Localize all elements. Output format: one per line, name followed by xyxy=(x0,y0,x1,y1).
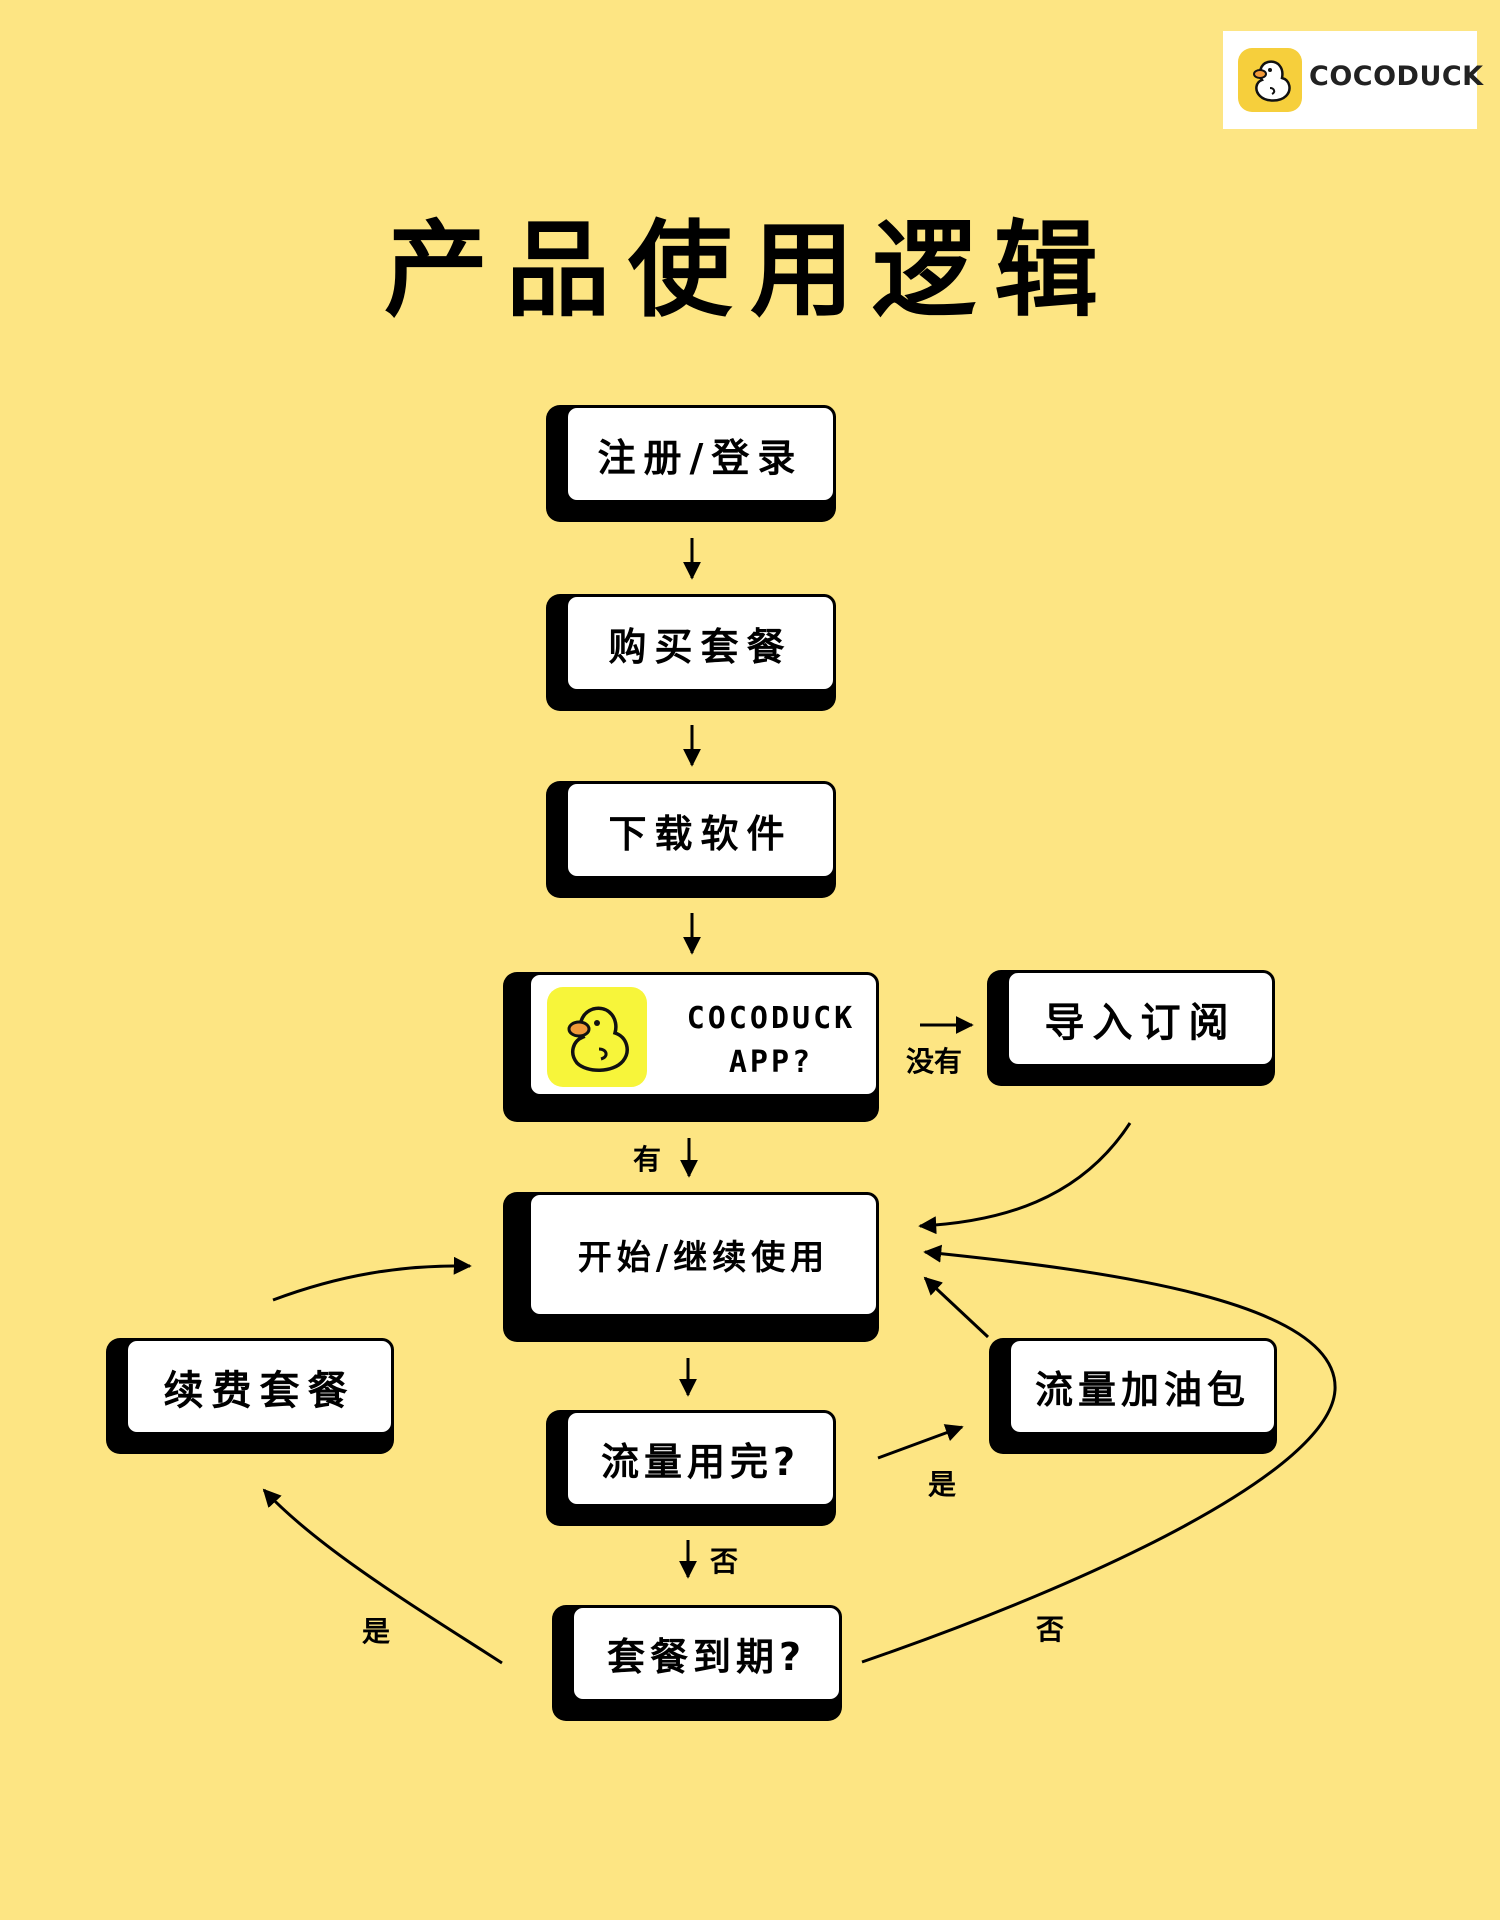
edge-booster-start xyxy=(923,1276,990,1339)
node-download: 下载软件 xyxy=(546,781,836,898)
label-expired-yes: 是 xyxy=(362,1615,391,1648)
node-expired: 套餐到期? xyxy=(552,1605,842,1721)
node-renew: 续费套餐 xyxy=(106,1338,394,1454)
node-start: 开始/继续使用 xyxy=(503,1192,879,1342)
label-has-app: 有 xyxy=(633,1143,662,1176)
duck-icon xyxy=(1238,48,1302,112)
label-no-app: 没有 xyxy=(906,1045,963,1078)
node-booster: 流量加油包 xyxy=(989,1338,1277,1454)
label-expired-no: 否 xyxy=(1036,1613,1065,1646)
app-suffix: APP? xyxy=(728,1045,814,1080)
label-data-no: 否 xyxy=(710,1545,739,1578)
edge-expired-start xyxy=(861,1244,1337,1664)
edge-expired-renew xyxy=(262,1488,503,1665)
node-buy: 购买套餐 xyxy=(546,594,836,711)
edge-import-start xyxy=(918,1122,1132,1235)
edge-data-booster xyxy=(877,1424,964,1460)
node-app: COCODUCK APP? xyxy=(503,972,879,1122)
brand-logo: COCODUCK xyxy=(1223,31,1483,129)
brand-name: COCODUCK xyxy=(1309,61,1484,92)
node-register: 注册/登录 xyxy=(546,405,836,522)
page-title: 产品使用逻辑 xyxy=(383,209,1116,331)
app-question: COCODUCK APP? xyxy=(671,997,871,1085)
node-import: 导入订阅 xyxy=(987,970,1275,1086)
label-data-yes: 是 xyxy=(928,1468,957,1501)
node-data-used: 流量用完? xyxy=(546,1410,836,1526)
duck-icon xyxy=(547,987,647,1087)
edge-renew-start xyxy=(272,1256,472,1302)
app-name: COCODUCK xyxy=(686,1001,856,1036)
